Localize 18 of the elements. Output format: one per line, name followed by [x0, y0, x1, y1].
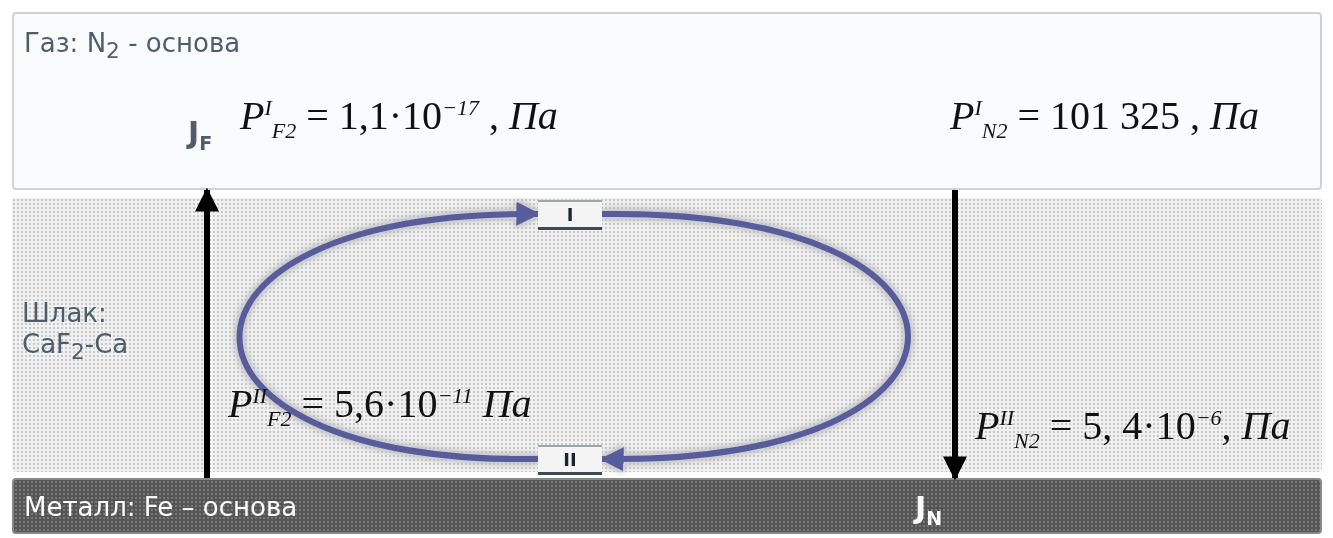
gas-layer-band [12, 12, 1322, 190]
arrow [599, 211, 910, 471]
layer-label: Шлак: CaF$_{2}$-Ca [22, 298, 130, 366]
layer-label: Металл: Fe – основа [24, 492, 298, 524]
stage-tag: II [538, 445, 602, 475]
arrow [943, 190, 967, 481]
edge-label: J$_{N}$ [915, 490, 943, 529]
pressure-formula: P$^{II}$$_{N2}$ = 5, 4·10$^{−6}$, Па [975, 402, 1291, 454]
arrow [237, 203, 541, 462]
edge-label: J$_{F}$ [188, 115, 213, 154]
pressure-formula: P$^{II}$$_{F2}$ = 5,6·10$^{−11}$ Па [228, 380, 532, 432]
pressure-formula: P$^{I}$$_{F2}$ = 1,1·10$^{−17}$ , Па [240, 92, 558, 144]
pressure-formula: P$^{I}$$_{N2}$ = 101 325 , Па [950, 92, 1259, 144]
layer-label: Газ: N$_{2}$ - основа [24, 28, 241, 65]
stage-tag: I [538, 200, 602, 230]
arrow [195, 187, 219, 478]
dark-layer-band [12, 478, 1322, 534]
slag-layer-band [12, 198, 1322, 472]
